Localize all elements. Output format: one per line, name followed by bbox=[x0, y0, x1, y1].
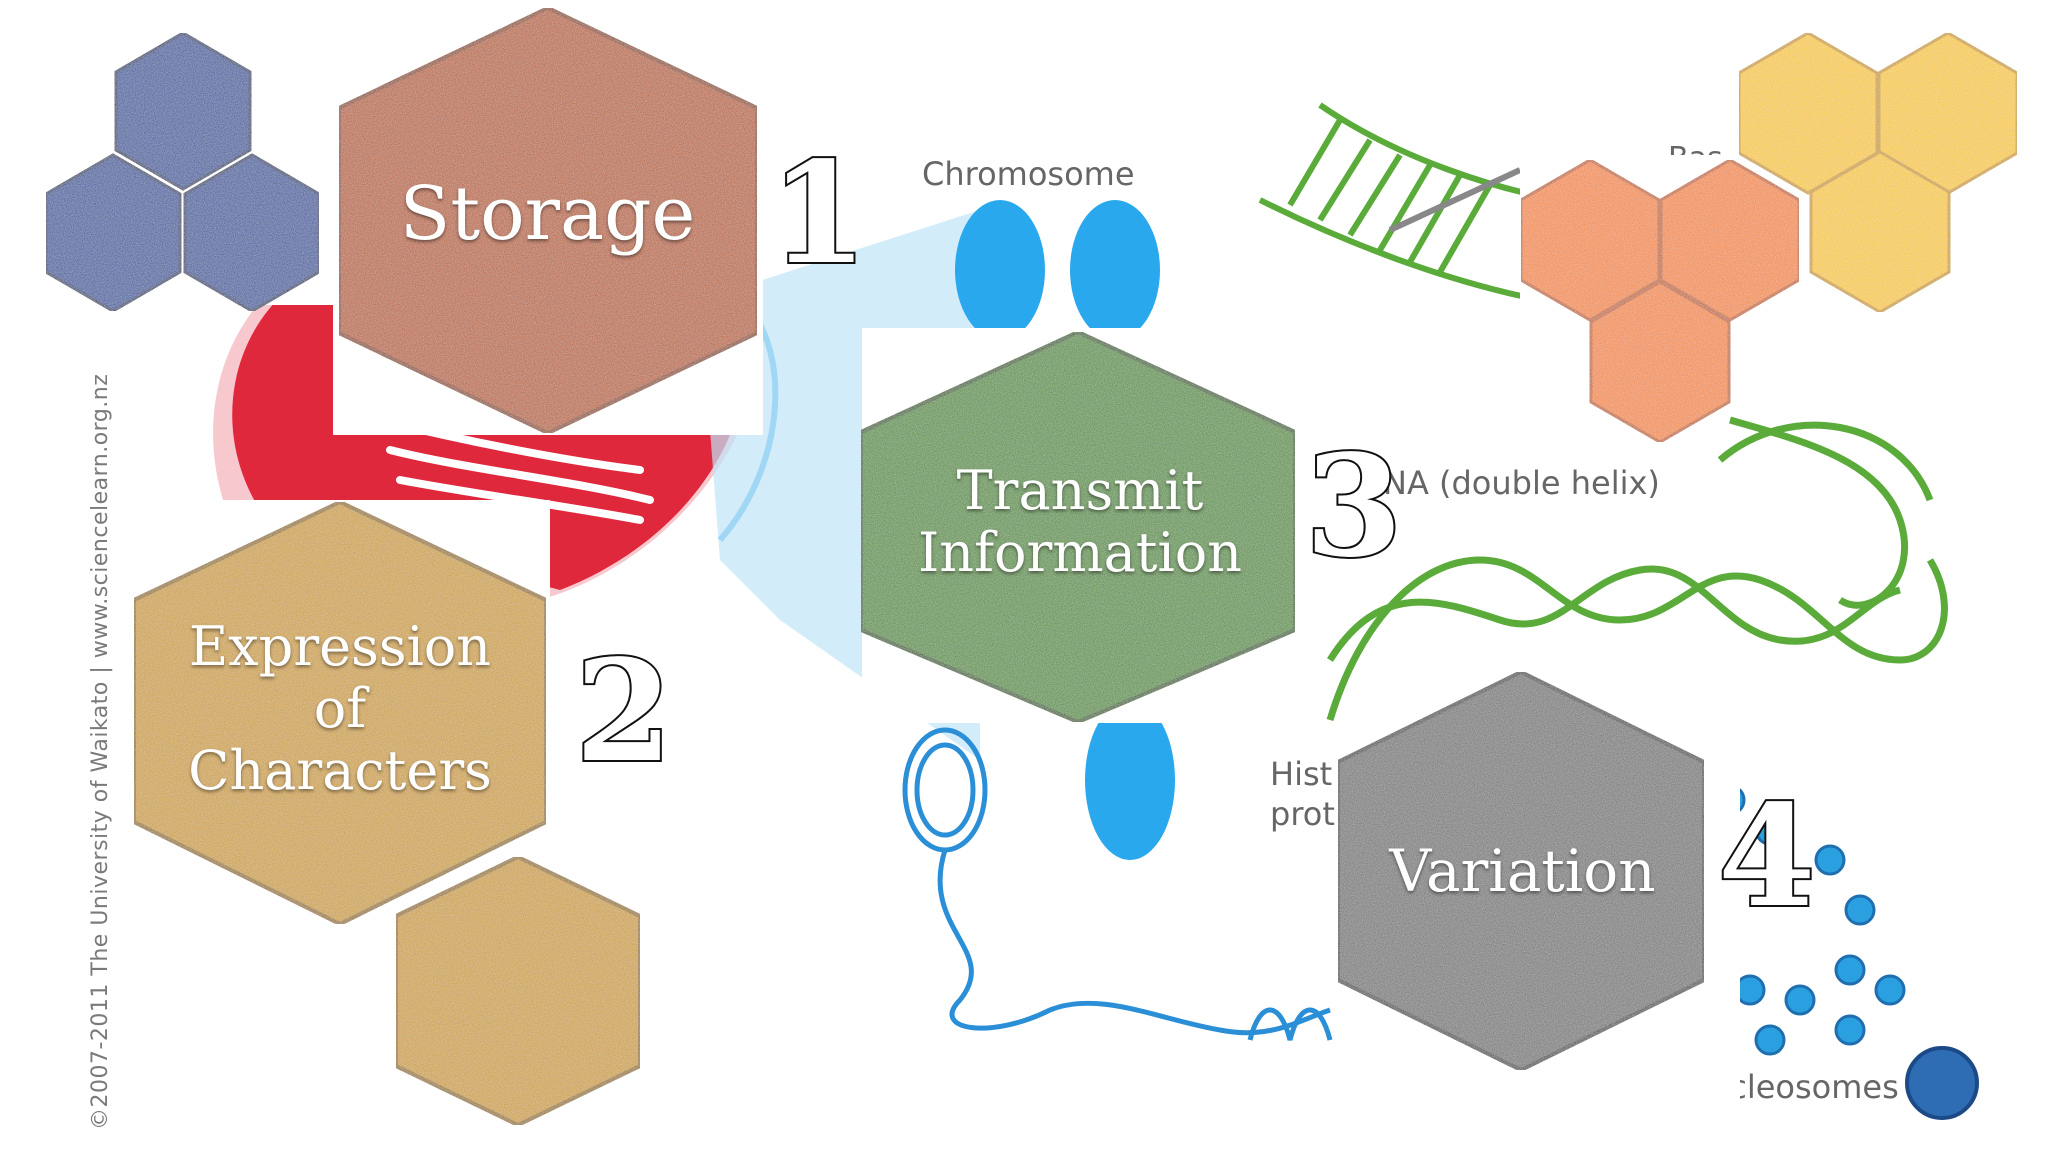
number-3: 3 bbox=[1305, 425, 1402, 589]
blue-hex-left bbox=[44, 153, 182, 313]
variation-label: Variation bbox=[1389, 837, 1656, 905]
credit-text: ©2007-2011 The University of Waikato | w… bbox=[88, 373, 113, 1130]
transmit-hex bbox=[859, 329, 1297, 725]
label-histone-line2: prot bbox=[1270, 795, 1335, 833]
orange-hex-1 bbox=[1519, 158, 1661, 322]
variation-hex bbox=[1336, 669, 1706, 1073]
expression-label-line3: Characters bbox=[188, 739, 492, 803]
yellow-hex-cluster bbox=[1737, 31, 2019, 314]
number-1: 1 bbox=[770, 132, 867, 296]
orange-hex-3 bbox=[1589, 280, 1731, 444]
double-helix bbox=[1326, 416, 1948, 722]
yellow-hex-1 bbox=[1737, 31, 1879, 195]
chromosome-shape bbox=[955, 200, 1175, 860]
expression-small-hex bbox=[394, 854, 642, 1128]
coiled-chromatin bbox=[902, 727, 1333, 1041]
blue-hex-top bbox=[114, 31, 252, 191]
number-2: 2 bbox=[575, 630, 672, 794]
orange-hex-cluster bbox=[1519, 158, 1801, 444]
yellow-hex-3 bbox=[1809, 150, 1951, 314]
transmit-label-line1: Transmit bbox=[956, 459, 1204, 522]
label-dna: NA (double helix) bbox=[1383, 464, 1660, 502]
corner-badge bbox=[1905, 1046, 1979, 1120]
storage-label: Storage bbox=[399, 171, 696, 257]
transmit-label: Transmit Information bbox=[870, 459, 1290, 585]
expression-label-line1: Expression bbox=[188, 615, 492, 678]
blue-hex-right bbox=[183, 153, 321, 313]
transmit-label-line2: Information bbox=[917, 521, 1243, 585]
expression-label-line2: of bbox=[313, 677, 367, 741]
orange-hex-2 bbox=[1659, 158, 1801, 322]
number-4: 4 bbox=[1718, 775, 1815, 939]
blue-hex-cluster bbox=[44, 31, 321, 313]
dna-ladder bbox=[1258, 102, 1561, 303]
label-histone-line1: Hist bbox=[1270, 755, 1332, 793]
expression-label: Expression of Characters bbox=[150, 615, 530, 803]
storage-hex bbox=[337, 5, 759, 436]
expression-hex bbox=[132, 499, 548, 927]
label-chromosome: Chromosome bbox=[922, 155, 1135, 193]
